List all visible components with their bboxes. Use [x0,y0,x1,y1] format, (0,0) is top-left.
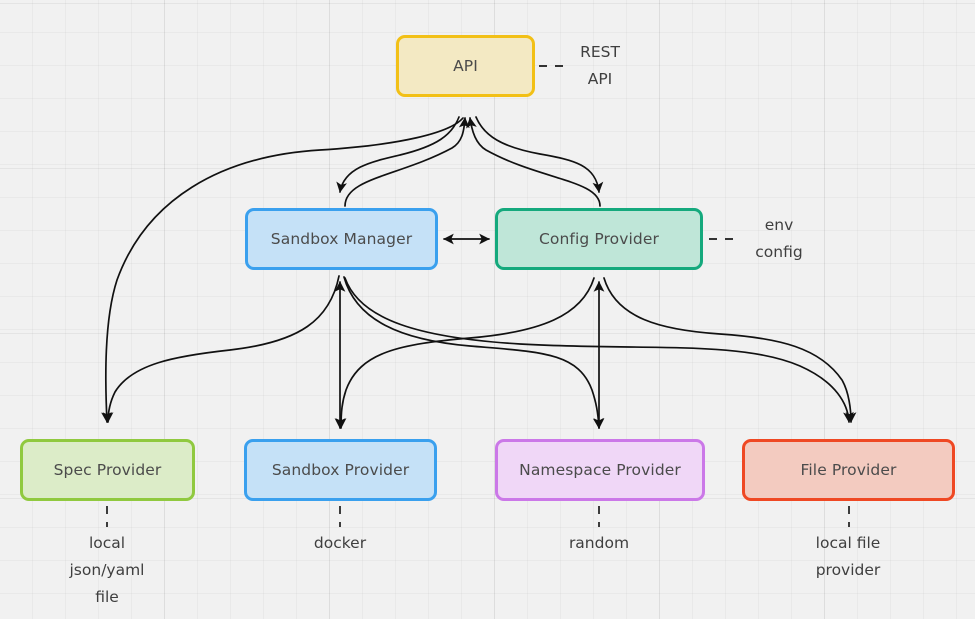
note-namespace-provider: random [568,534,630,552]
node-namespace-provider[interactable]: Namespace Provider [495,439,705,501]
node-config-provider[interactable]: Config Provider [495,208,703,270]
note-env-config: env config [755,216,803,261]
node-spec-provider-label: Spec Provider [53,461,162,479]
note-sandbox-provider: docker [313,534,367,552]
edge-config-provider-to-api [466,117,601,207]
node-config-provider-label: Config Provider [539,230,659,248]
note-file-provider: local file provider [815,534,881,579]
node-api-label: API [453,57,478,75]
edge-api-to-spec-provider [101,117,464,423]
edge-config-provider-to-sandbox-provider [335,277,595,429]
edge-config-provider-to-file-provider [603,277,857,423]
node-sandbox-provider[interactable]: Sandbox Provider [244,439,437,501]
edge-api-to-config-provider [475,116,604,193]
node-sandbox-provider-label: Sandbox Provider [271,461,410,479]
node-file-provider[interactable]: File Provider [742,439,955,501]
node-namespace-provider-label: Namespace Provider [519,461,681,479]
edge-sandbox-manager-to-api [344,117,470,207]
node-sandbox-manager-label: Sandbox Manager [270,230,413,248]
note-rest-api: REST API [580,43,620,88]
edge-sandbox-manager-to-file-provider [344,277,854,423]
note-spec-provider: local json/yaml file [69,534,145,606]
edge-sandbox-manager-to-spec-provider [102,275,340,423]
node-api[interactable]: API [396,35,535,97]
edge-sandbox-manager-to-namespace-provider [343,276,604,429]
node-sandbox-manager[interactable]: Sandbox Manager [245,208,438,270]
node-spec-provider[interactable]: Spec Provider [20,439,195,501]
node-file-provider-label: File Provider [800,461,897,479]
edge-api-to-sandbox-manager [336,116,460,193]
